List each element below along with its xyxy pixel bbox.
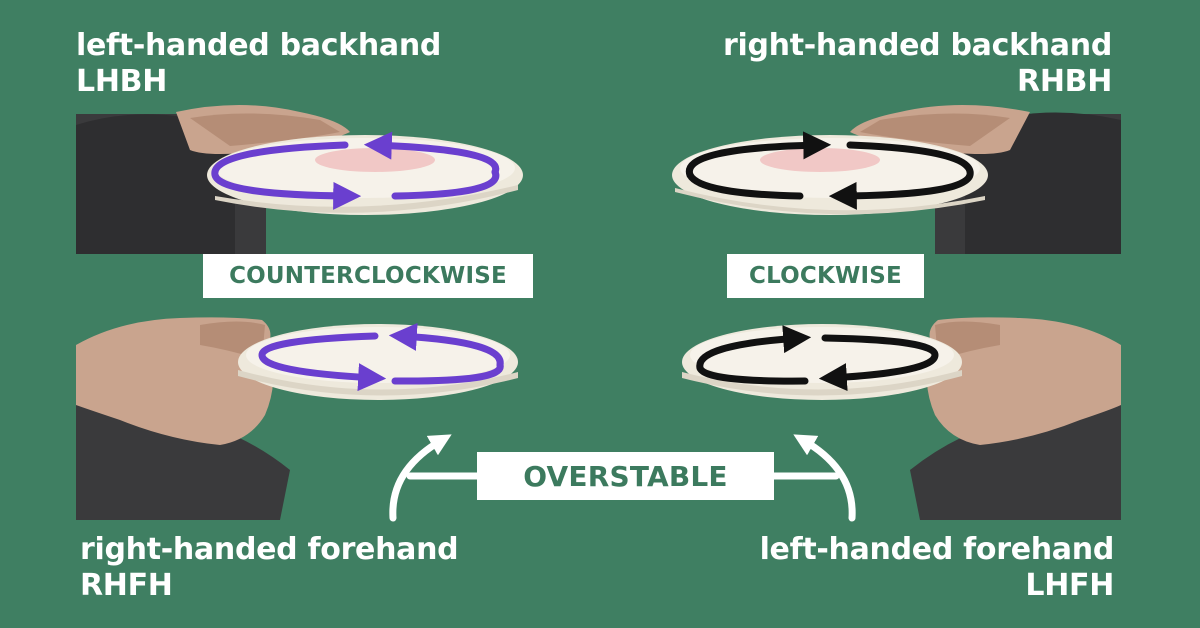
label-left-handed-backhand: left-handed backhand LHBH [76, 28, 441, 100]
label-title: right-handed backhand [723, 28, 1112, 63]
cw-arrow-top [685, 131, 974, 210]
ccw-arrow-bottom [258, 322, 504, 392]
label-title: left-handed backhand [76, 28, 442, 63]
label-title: right-handed forehand [80, 532, 459, 567]
photo-bottom-left [76, 317, 518, 520]
clockwise-box: CLOCKWISE [727, 254, 924, 298]
label-right-handed-forehand: right-handed forehand RHFH [80, 532, 459, 604]
label-abbr: RHFH [80, 568, 173, 603]
photo-top-right [672, 105, 1121, 254]
right-curved-arrow [793, 434, 856, 522]
photo-top-left [76, 105, 523, 254]
label-right-handed-backhand: right-handed backhand RHBH [723, 28, 1112, 100]
label-abbr: LHFH [1025, 568, 1114, 603]
counterclockwise-box: COUNTERCLOCKWISE [203, 254, 533, 298]
label-abbr: LHBH [76, 64, 167, 99]
label-title: left-handed forehand [759, 532, 1115, 567]
overstable-box: OVERSTABLE [477, 452, 774, 500]
overstable-arrows [389, 434, 856, 522]
cw-arrow-bottom [696, 325, 939, 392]
left-curved-arrow [389, 434, 452, 522]
ccw-arrow-top [211, 131, 500, 210]
label-left-handed-forehand: left-handed forehand LHFH [759, 532, 1115, 604]
label-abbr: RHBH [1017, 64, 1112, 99]
